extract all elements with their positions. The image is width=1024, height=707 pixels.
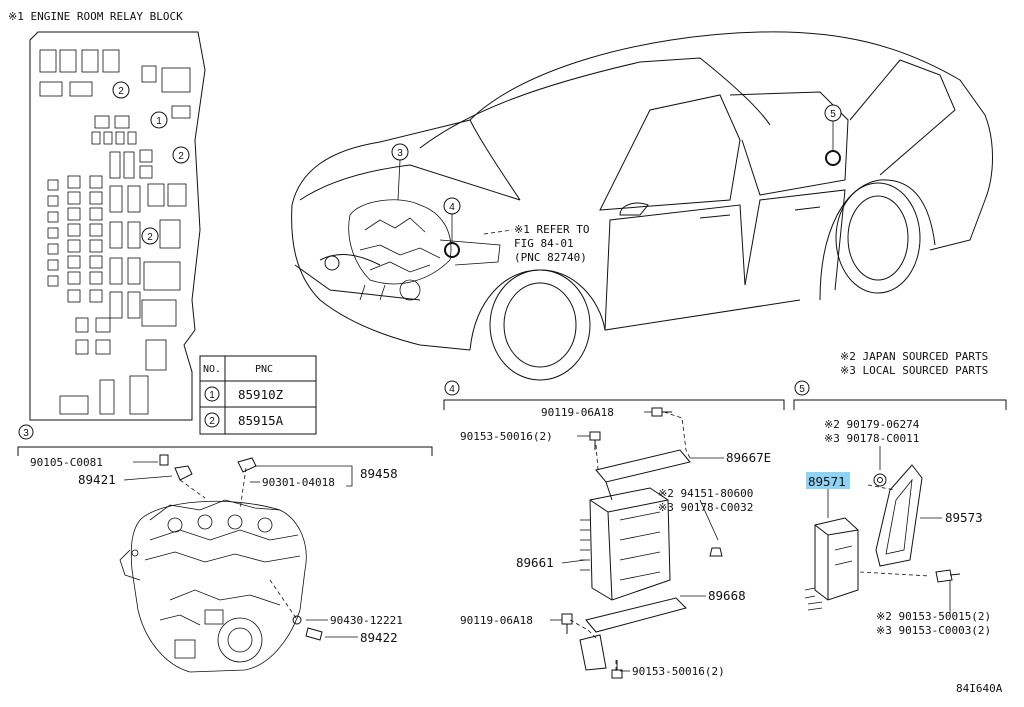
highlight-89571 [806, 472, 850, 489]
note-local-sourced: ※3 LOCAL SOURCED PARTS [840, 364, 988, 377]
pnc-row2-pnc[interactable]: 85915A [238, 413, 284, 428]
pnc-row2-no: 2 [209, 416, 215, 427]
car-callout-5[interactable]: 5 [824, 104, 842, 166]
engine-assembly [119, 499, 307, 673]
figure-code: 84I640A [956, 682, 1003, 695]
label-89421[interactable]: 89421 [78, 472, 116, 487]
label-90153-50015[interactable]: ※2 90153-50015(2) [876, 610, 991, 623]
car-illustration: 3 4 5 ※1 REFER TO FIG 84-01 (PNC 82740) [291, 31, 993, 381]
pnc-table-header-pnc: PNC [255, 364, 273, 375]
label-90119-06a18-bottom[interactable]: 90119-06A18 [460, 614, 533, 627]
relay-callout-2a[interactable]: 2 [112, 81, 130, 99]
label-90179-06274[interactable]: ※2 90179-06274 [824, 418, 920, 431]
refer-note-line3: (PNC 82740) [514, 251, 587, 264]
label-90153-c0003[interactable]: ※3 90153-C0003(2) [876, 624, 991, 637]
label-90105-c0081[interactable]: 90105-C0081 [30, 456, 103, 469]
label-90153-50016-top[interactable]: 90153-50016(2) [460, 430, 553, 443]
label-89667e[interactable]: 89667E [726, 450, 771, 465]
relay-callout-1[interactable]: 1 [150, 111, 168, 129]
svg-text:2: 2 [118, 86, 124, 97]
svg-text:4: 4 [449, 202, 455, 213]
section-4-callout[interactable]: 4 [444, 380, 460, 396]
svg-text:2: 2 [147, 232, 153, 243]
relay-block-outline [29, 31, 206, 421]
label-90153-50016-bottom[interactable]: 90153-50016(2) [632, 665, 725, 678]
label-89661[interactable]: 89661 [516, 555, 554, 570]
relay-callout-2c[interactable]: 2 [141, 227, 159, 245]
svg-text:2: 2 [178, 151, 184, 162]
label-90430-12221[interactable]: 90430-12221 [330, 614, 403, 627]
label-89571[interactable]: 89571 [808, 474, 846, 489]
svg-text:5: 5 [830, 109, 836, 120]
pnc-row1-no: 1 [209, 390, 215, 401]
svg-text:5: 5 [799, 384, 805, 395]
pnc-table-header-no: NO. [203, 364, 221, 375]
relay-block-title: ※1 ENGINE ROOM RELAY BLOCK [8, 10, 183, 23]
label-89458[interactable]: 89458 [360, 466, 398, 481]
label-89668[interactable]: 89668 [708, 588, 746, 603]
relay-callout-2b[interactable]: 2 [172, 146, 190, 164]
car-callout-4[interactable]: 4 [443, 197, 461, 258]
section-5-callout[interactable]: 5 [794, 380, 810, 396]
pnc-row1-pnc[interactable]: 85910Z [238, 387, 284, 402]
section-3-callout[interactable]: 3 [18, 424, 34, 440]
pnc-table: NO. PNC 1 85910Z 2 85915A [199, 355, 317, 435]
module-89571 [804, 517, 859, 611]
label-89422[interactable]: 89422 [360, 630, 398, 645]
refer-note-line2: FIG 84-01 [514, 237, 574, 250]
car-callout-3[interactable]: 3 [391, 143, 409, 201]
svg-text:3: 3 [397, 148, 403, 159]
label-90178-c0011[interactable]: ※3 90178-C0011 [824, 432, 919, 445]
section-5: ※2 JAPAN SOURCED PARTS ※3 LOCAL SOURCED … [793, 350, 1007, 637]
relay-block: ※1 ENGINE ROOM RELAY BLOCK [8, 10, 317, 435]
relay-block-cells [39, 49, 191, 415]
section-4: 4 90119-06A18 90153-50016(2) 89667E ※2 9… [443, 380, 785, 679]
label-94151-80600[interactable]: ※2 94151-80600 [658, 487, 753, 500]
ecu-89661 [580, 487, 671, 601]
label-90119-06a18-top[interactable]: 90119-06A18 [541, 406, 614, 419]
svg-text:1: 1 [156, 116, 162, 127]
refer-note-line1: ※1 REFER TO [514, 223, 589, 236]
svg-text:3: 3 [23, 428, 29, 439]
label-90301-04018[interactable]: 90301-04018 [262, 476, 335, 489]
note-japan-sourced: ※2 JAPAN SOURCED PARTS [840, 350, 988, 363]
svg-text:4: 4 [449, 384, 455, 395]
label-89573[interactable]: 89573 [945, 510, 983, 525]
label-90178-c0032[interactable]: ※3 90178-C0032 [658, 501, 753, 514]
section-3: 3 90105-C0081 89421 90301-04018 89458 90… [17, 424, 433, 673]
